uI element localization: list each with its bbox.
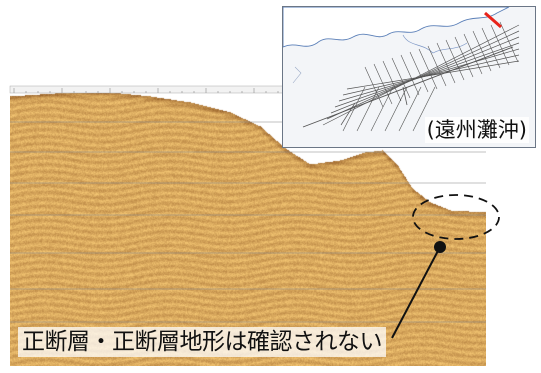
survey-line [445, 39, 465, 81]
survey-line [346, 60, 520, 90]
survey-line [398, 86, 422, 132]
survey-line [391, 57, 411, 99]
highlight-ellipse [412, 194, 500, 240]
survey-line [338, 48, 520, 102]
profile-location-marker [484, 11, 502, 29]
coastline [283, 7, 510, 48]
inset-location-map: (遠州灘沖) [282, 6, 536, 148]
inset-map-label: (遠州灘沖) [424, 117, 529, 143]
survey-line [384, 86, 408, 132]
survey-line [340, 102, 356, 126]
bay-outline [402, 34, 468, 54]
survey-line [364, 66, 384, 108]
survey-line [463, 33, 483, 75]
survey-line [334, 42, 520, 108]
survey-line [454, 36, 474, 78]
survey-line [373, 63, 393, 105]
survey-line [472, 30, 492, 72]
survey-line [356, 86, 380, 132]
survey-lines [302, 21, 520, 132]
survey-line [342, 86, 366, 132]
survey-line [436, 42, 456, 84]
pointer-line [391, 246, 441, 339]
survey-line [400, 54, 420, 96]
pointer-dot [434, 241, 446, 253]
survey-line [382, 60, 402, 102]
survey-line [326, 30, 520, 120]
survey-line [409, 51, 429, 93]
survey-line [322, 24, 520, 126]
survey-line [412, 86, 436, 132]
survey-line [330, 36, 520, 114]
survey-line [490, 24, 510, 66]
survey-line [402, 86, 408, 106]
survey-line [418, 48, 438, 90]
survey-line-map [283, 7, 520, 132]
contour-line [292, 66, 302, 84]
survey-line [481, 27, 501, 69]
depth-guide-lines [10, 121, 486, 323]
survey-line [499, 21, 519, 63]
survey-line [302, 46, 514, 128]
survey-line [370, 86, 394, 132]
survey-line [427, 45, 447, 87]
annotation-caption: 正断層・正断層地形は確認されない [18, 327, 386, 357]
